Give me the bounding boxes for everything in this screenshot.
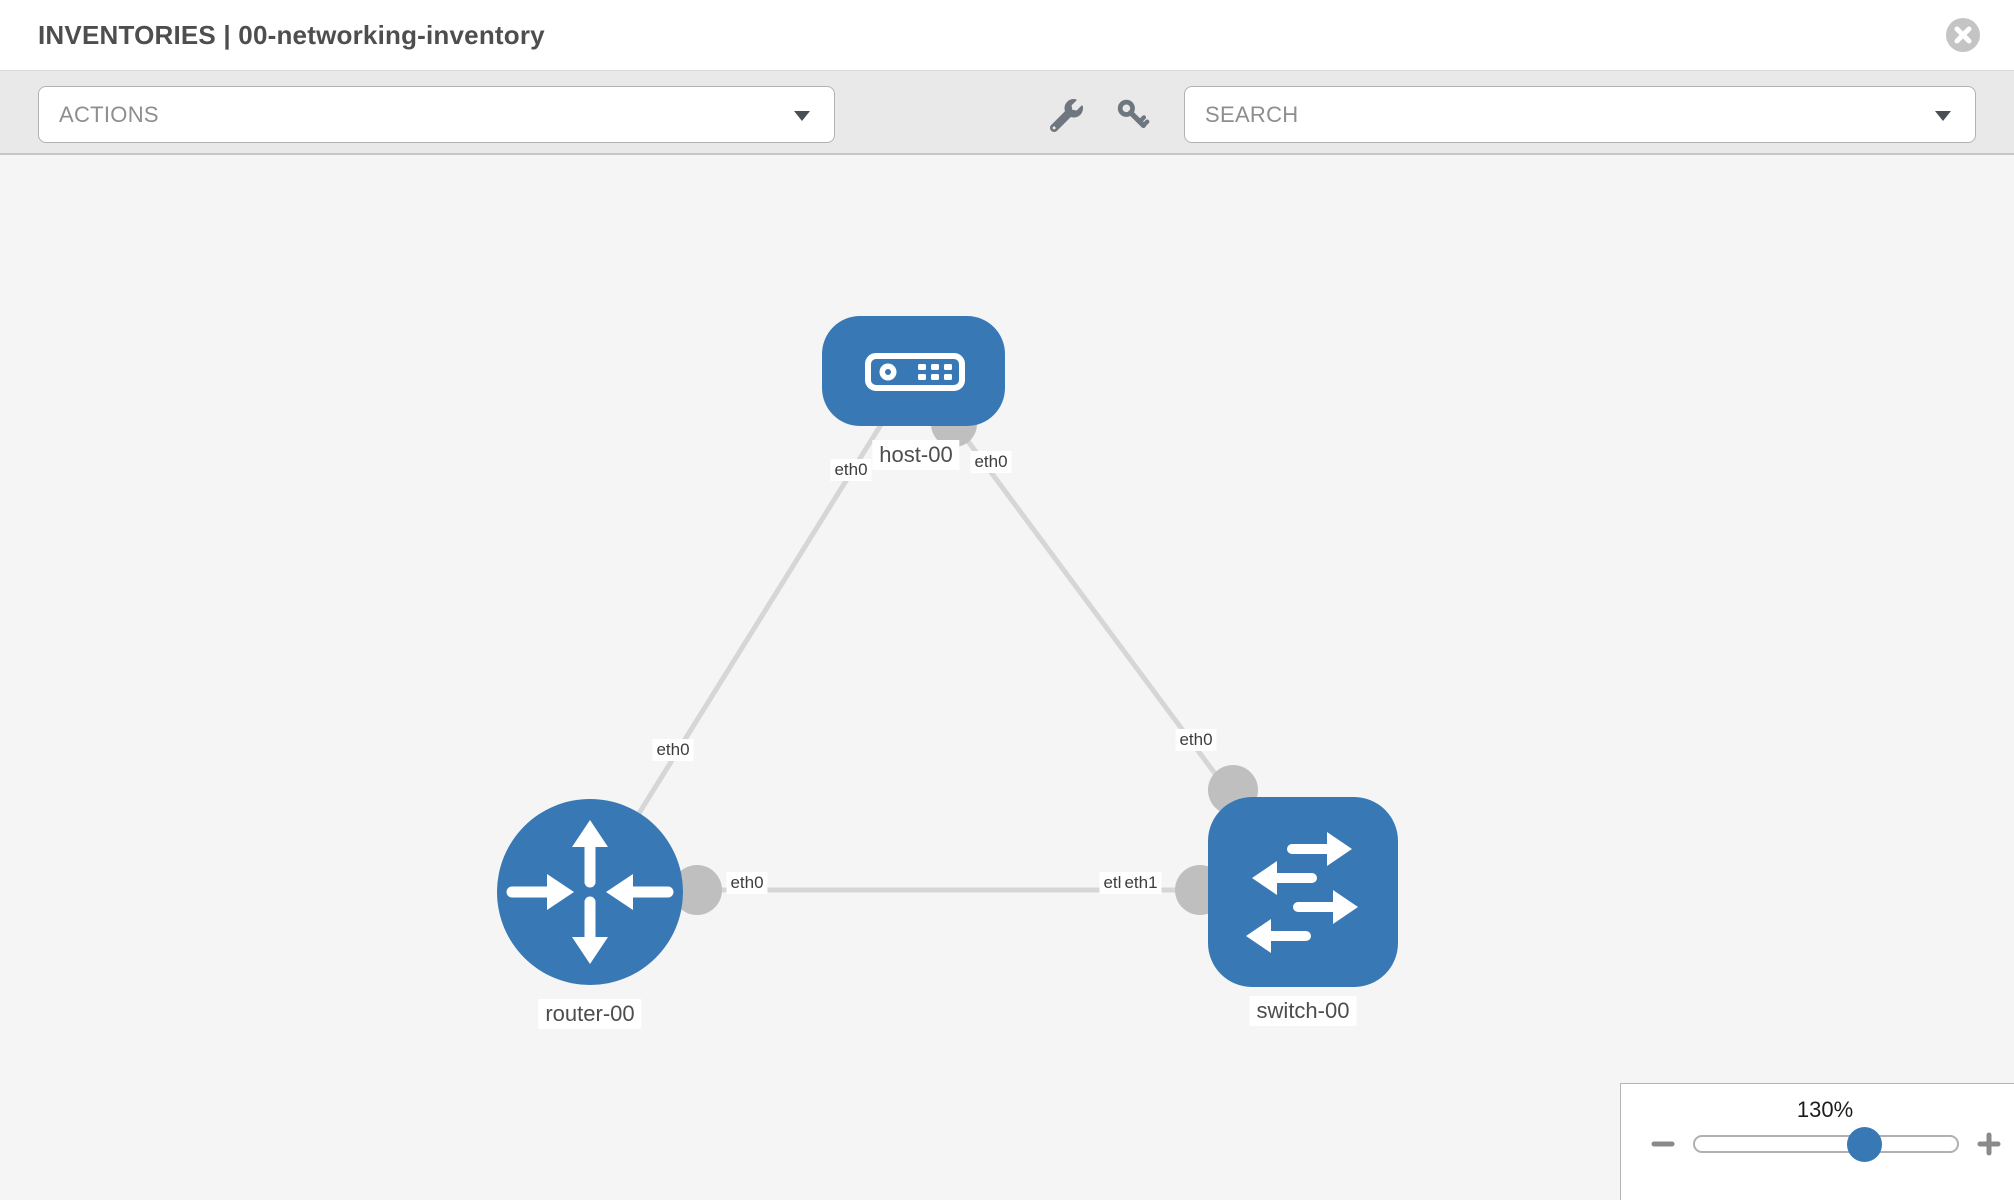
interface-endpoint <box>672 865 722 915</box>
credentials-button[interactable] <box>1114 96 1152 134</box>
actions-dropdown[interactable]: ACTIONS <box>38 86 835 143</box>
node-switch-00[interactable] <box>1208 797 1398 987</box>
interface-label: eth0 <box>726 872 768 894</box>
key-icon <box>1117 99 1150 129</box>
interface-label: eth0 <box>652 739 694 761</box>
configure-button[interactable] <box>1047 96 1085 134</box>
interface-label: eth0 <box>970 451 1012 473</box>
close-icon <box>1954 26 1972 44</box>
node-router-00[interactable] <box>497 799 683 985</box>
router-icon <box>506 820 674 964</box>
zoom-panel: 130% <box>1620 1083 2014 1200</box>
interface-label: eth1 <box>1120 872 1162 894</box>
node-label-router: router-00 <box>538 999 642 1029</box>
link-host00-router00[interactable] <box>587 368 918 894</box>
search-dropdown-label: SEARCH <box>1205 102 1299 127</box>
node-label-switch: switch-00 <box>1249 996 1357 1026</box>
zoom-in-button[interactable] <box>1976 1131 2002 1157</box>
interface-label: eth0 <box>1175 729 1217 751</box>
chevron-down-icon <box>1935 111 1951 121</box>
wrench-icon <box>1049 98 1083 132</box>
toolbar: ACTIONS SEARCH <box>0 70 2014 155</box>
node-label-host: host-00 <box>872 440 960 470</box>
search-dropdown[interactable]: SEARCH <box>1184 86 1976 143</box>
plus-icon <box>1977 1132 2001 1156</box>
node-host-00[interactable] <box>822 316 1005 426</box>
actions-dropdown-label: ACTIONS <box>59 102 159 127</box>
chevron-down-icon <box>794 111 810 121</box>
page-header: INVENTORIES | 00-networking-inventory <box>0 0 2014 70</box>
switch-icon <box>1246 832 1358 953</box>
close-button[interactable] <box>1946 18 1980 52</box>
zoom-out-button[interactable] <box>1650 1131 1676 1157</box>
host-icon <box>865 353 965 391</box>
interface-label: eth0 <box>830 459 872 481</box>
zoom-slider-knob[interactable] <box>1847 1127 1882 1162</box>
minus-icon <box>1651 1141 1675 1147</box>
zoom-level: 130% <box>1796 1097 1854 1122</box>
page-title: INVENTORIES | 00-networking-inventory <box>38 20 545 50</box>
zoom-slider-track[interactable] <box>1693 1135 1959 1153</box>
